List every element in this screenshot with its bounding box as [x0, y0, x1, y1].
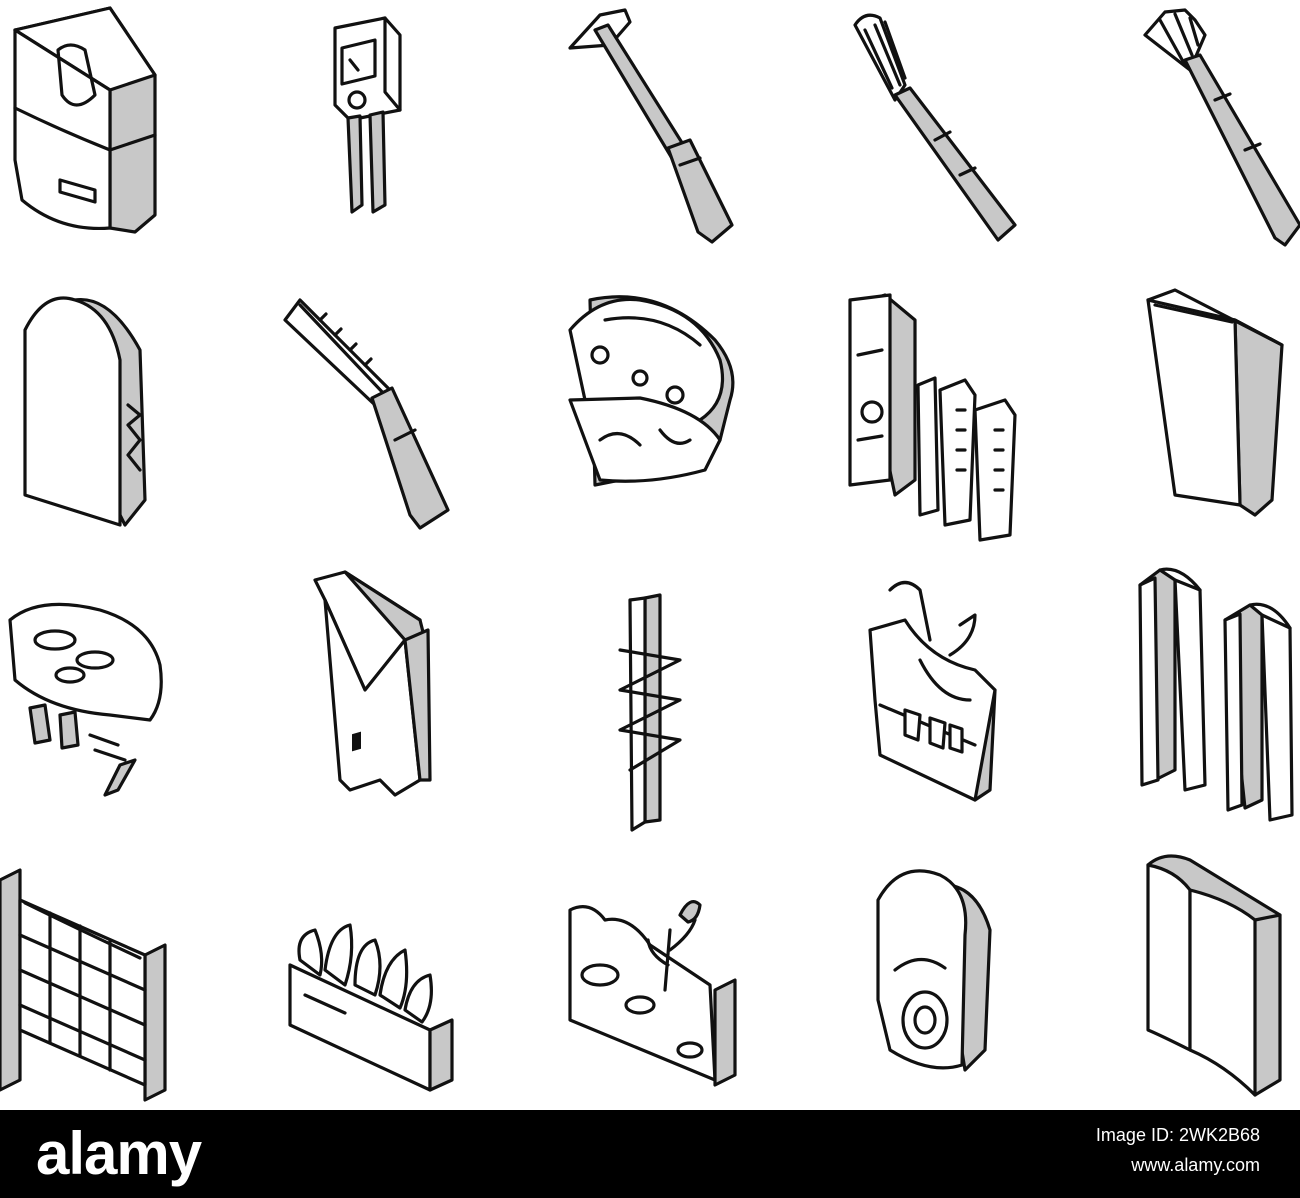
bath-mat-icon: [876, 869, 992, 1072]
bath-whisk-brush-icon: [1143, 8, 1300, 247]
hand-saw-icon: [313, 570, 432, 797]
cosmetic-bottles-icon: [848, 293, 1017, 542]
watermark-bar: alamy Image ID: 2WK2B68 www.alamy.com: [0, 1110, 1300, 1198]
sauna-ladle-icon: [568, 8, 734, 244]
site-url-link[interactable]: www.alamy.com: [1131, 1155, 1260, 1175]
grill-fork-icon: [853, 13, 1017, 242]
brand-logo[interactable]: alamy: [36, 1120, 202, 1187]
bath-mitten-icon: [568, 295, 735, 487]
towel-hanger-icon: [1138, 567, 1294, 822]
image-id-text: Image ID: 2WK2B68: [1095, 1125, 1260, 1145]
stone-wall-plant-icon: [568, 900, 737, 1087]
sauna-thermometer-icon: [333, 16, 402, 214]
massage-brush-icon: [8, 602, 163, 797]
bath-apron-icon: [868, 580, 997, 802]
herb-planter-icon: [288, 923, 454, 1092]
drill-bit-icon: [618, 593, 682, 832]
wooden-bench-icon: [0, 868, 167, 1102]
sauna-door-icon: [23, 296, 147, 527]
icon-sheet: [0, 6, 1300, 1102]
towel-roll-icon: [1146, 854, 1282, 1097]
bath-bucket-icon: [1146, 288, 1284, 517]
body-scraper-icon: [283, 298, 450, 530]
sauna-stove-icon: [13, 6, 157, 234]
